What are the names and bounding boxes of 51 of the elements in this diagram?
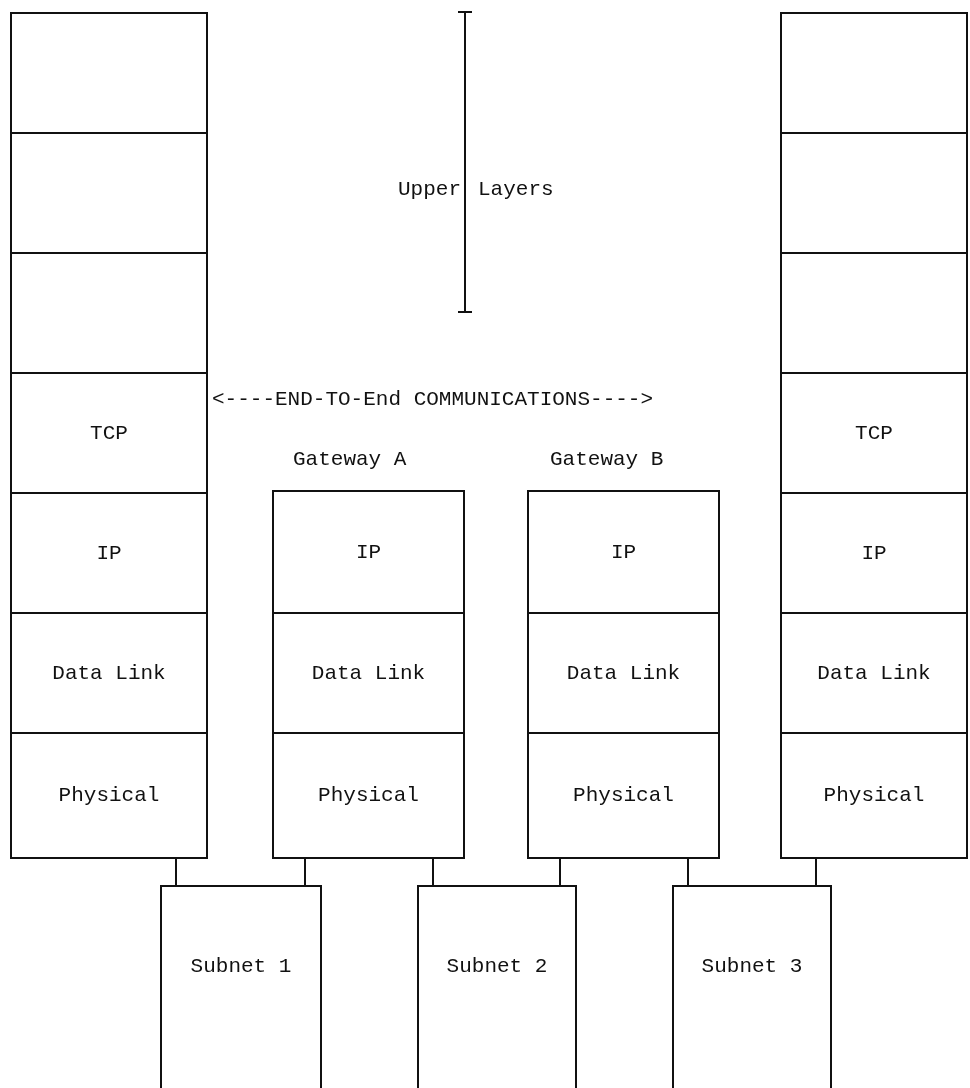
layer-box [672,885,832,1088]
connector-line [815,858,817,886]
layer-box [780,612,968,734]
layer-box [272,490,465,614]
layer-box [417,885,577,1088]
layer-label: Subnet 2 [446,955,548,978]
layer-label: TCP [90,421,128,445]
layer-label: Data Link [52,661,166,685]
layer-label: IP [355,540,382,564]
empty-layer-box [780,12,968,134]
empty-layer-box [10,132,208,254]
layer-label: IP [96,541,122,565]
layer-box [780,492,968,614]
layer-label: IP [861,541,887,565]
empty-layer-box [10,252,208,374]
upper-layers-label: Upper [398,178,461,201]
gateway-label: Gateway A [293,448,407,471]
layer-box [527,612,720,734]
layer-box [780,372,968,494]
layer-label: IP [610,540,637,564]
layer-box [10,492,208,614]
layer-label: Data Link [566,661,681,685]
empty-layer-box [780,252,968,374]
connector-line [175,858,177,886]
layer-label: Subnet 1 [190,955,292,978]
empty-layer-box [10,12,208,134]
layer-label: Subnet 3 [701,955,803,978]
layer-box [780,732,968,859]
layer-label: Data Link [817,661,931,685]
layer-label: TCP [855,421,893,445]
layer-label: Physical [58,784,160,807]
layer-label: Physical [823,784,925,807]
upper-layers-label: Layers [478,178,554,201]
connector-line [687,858,689,886]
layer-label: Data Link [311,661,426,685]
layer-box [160,885,322,1088]
layer-label: Physical [573,784,674,807]
layer-box [272,732,465,859]
connector-line [304,858,306,886]
layer-box [272,612,465,734]
end-to-end-label: <----END-TO-End COMMUNICATIONS----> [212,388,654,411]
layer-box [10,612,208,734]
empty-layer-box [780,132,968,254]
layer-box [527,490,720,614]
connector-line [559,858,561,886]
gateway-label: Gateway B [550,448,664,471]
layer-box [10,372,208,494]
layer-box [527,732,720,859]
layer-label: Physical [318,784,419,807]
layer-box [10,732,208,859]
connector-line [432,858,434,886]
